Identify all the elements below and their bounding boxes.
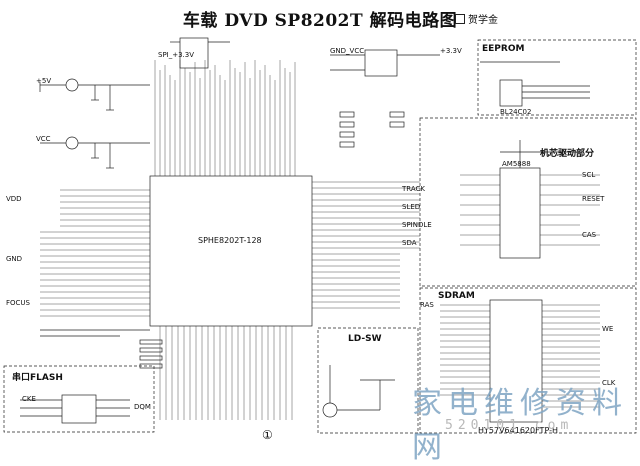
checkbox-square-icon [455,14,465,24]
net-label: GND_VCC [330,47,365,55]
ld-sw-section-box [317,327,419,434]
net-label: CKE [22,395,36,403]
net-label: VDD [6,195,22,203]
net-label: SPINDLE [402,221,432,229]
driver-chip-label: AM5888 [502,160,531,168]
net-label: SDA [402,239,417,247]
net-label: SCL [582,171,596,179]
author-credit: 贺学金 [455,11,498,26]
decoder-chip-body [149,175,313,327]
video-output-circuit-1 [39,78,150,111]
driver-pins [460,174,600,246]
decoder-pins-left [40,189,150,317]
sdram-chip-label: HY57V641620FTP-H [478,426,558,435]
resistor-array-top [339,111,405,148]
net-label: +5V [36,77,52,85]
motor-drive-section-box [419,117,637,287]
eeprom-chip-label: BL24C02 [500,108,532,116]
net-label: CLK [602,379,616,387]
watermark-url: 520101.com [445,418,574,433]
page-title: 车载 DVD SP8202T 解码电路图 [182,11,458,31]
regulator-block [179,37,209,69]
driver-chip [499,167,541,259]
serial-flash-section-label: 串口FLASH [12,373,63,383]
sdram-pins [440,304,600,408]
watermark-text: 家电维修资料网 [412,386,628,465]
decoder-pins-bottom [159,326,293,420]
author-name: 贺学金 [468,15,498,26]
motor-drive-section-label: 机芯驱动部分 [540,149,595,159]
eeprom-section-box [477,39,637,116]
flash-chip [61,394,97,424]
net-label: RESET [582,195,605,203]
net-label: TRACK [402,185,425,193]
sdram-chip [489,299,543,423]
video-output-circuit-2 [40,136,150,169]
decoder-pins-right [312,181,420,309]
sdram-section-box [419,287,637,434]
serial-flash-section-box [3,365,155,433]
net-label: RAS [420,301,434,309]
ld-sw-section-label: LD-SW [348,334,382,344]
decoder-chip-label: SPHE8202T-128 [198,236,262,245]
net-label: CAS [582,231,597,239]
top-regulator-chip [364,49,398,77]
net-label: SPI_+3.3V [158,51,195,59]
net-label: VCC [36,135,51,143]
decoder-pins-top [154,60,296,176]
ld-sw-transistor [322,402,338,418]
net-label: GND [6,255,23,263]
bottom-resistor-network [139,339,163,369]
net-label: +3.3V [440,47,462,55]
page-number: ① [262,428,273,442]
net-label: DQM [134,403,151,411]
net-label: FOCUS [6,299,30,307]
net-label: SLED [402,203,421,211]
sdram-section-label: SDRAM [438,291,475,301]
net-label: WE [602,325,614,333]
eeprom-section-label: EEPROM [482,44,525,54]
eeprom-chip [499,79,523,107]
